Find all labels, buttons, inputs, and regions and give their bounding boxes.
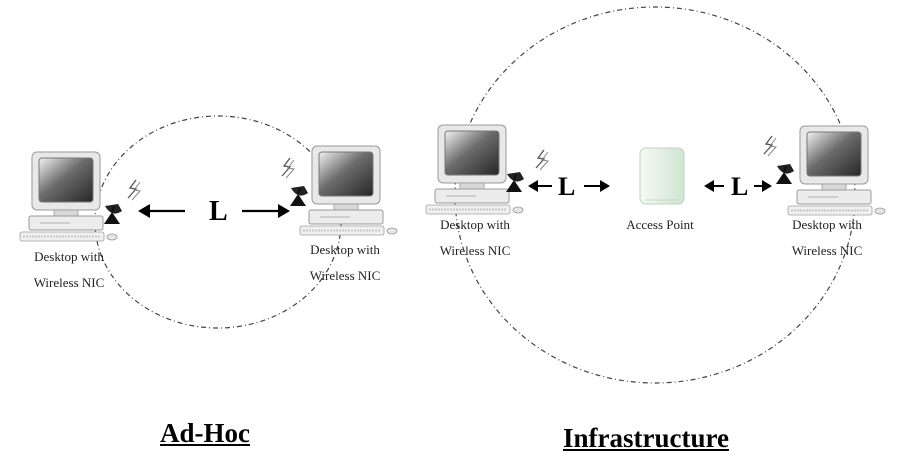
adhoc-right-arrow [242, 204, 290, 218]
adhoc-left-signal-icon [127, 179, 141, 201]
infra-left-double-arrow [528, 180, 610, 192]
adhoc-right-desktop-icon [299, 145, 398, 236]
infra-right-desktop-label-line1: Desktop with [792, 217, 862, 232]
adhoc-right-signal-icon [281, 157, 295, 179]
adhoc-right-desktop-label-line2: Wireless NIC [309, 268, 381, 283]
infra-left-signal-icon [535, 149, 549, 171]
adhoc-left-desktop-icon [19, 151, 118, 242]
adhoc-right-desktop-label: Desktop with Wireless NIC [290, 237, 400, 289]
adhoc-left-desktop-label-line1: Desktop with [34, 249, 104, 264]
adhoc-left-desktop-label-line2: Wireless NIC [33, 275, 105, 290]
infra-right-distance-label: L [731, 172, 749, 201]
access-point-device-icon [639, 147, 685, 205]
infra-right-desktop-label: Desktop with Wireless NIC [772, 212, 882, 264]
adhoc-right-antenna-icon [289, 185, 309, 207]
adhoc-right-desktop-label-line1: Desktop with [310, 242, 380, 257]
infra-left-distance-label: L [558, 172, 576, 201]
adhoc-left-antenna-icon [103, 203, 123, 225]
infra-left-desktop-label-line1: Desktop with [440, 217, 510, 232]
infra-left-desktop-icon [425, 124, 524, 215]
access-point-label: Access Point [626, 217, 694, 232]
infrastructure-heading: Infrastructure [563, 423, 729, 453]
adhoc-distance-label: L [209, 196, 228, 227]
adhoc-left-arrow [138, 204, 185, 218]
infra-right-antenna-icon [775, 163, 795, 185]
infra-left-desktop-label: Desktop with Wireless NIC [420, 212, 530, 264]
infra-right-signal-icon [763, 135, 777, 157]
adhoc-left-desktop-label: Desktop with Wireless NIC [14, 244, 124, 296]
infra-left-antenna-icon [505, 171, 525, 193]
infra-right-desktop-label-line2: Wireless NIC [791, 243, 863, 258]
infra-right-double-arrow [704, 180, 772, 192]
infra-right-desktop-icon [787, 125, 886, 216]
adhoc-heading: Ad-Hoc [160, 418, 250, 448]
infra-left-desktop-label-line2: Wireless NIC [439, 243, 511, 258]
